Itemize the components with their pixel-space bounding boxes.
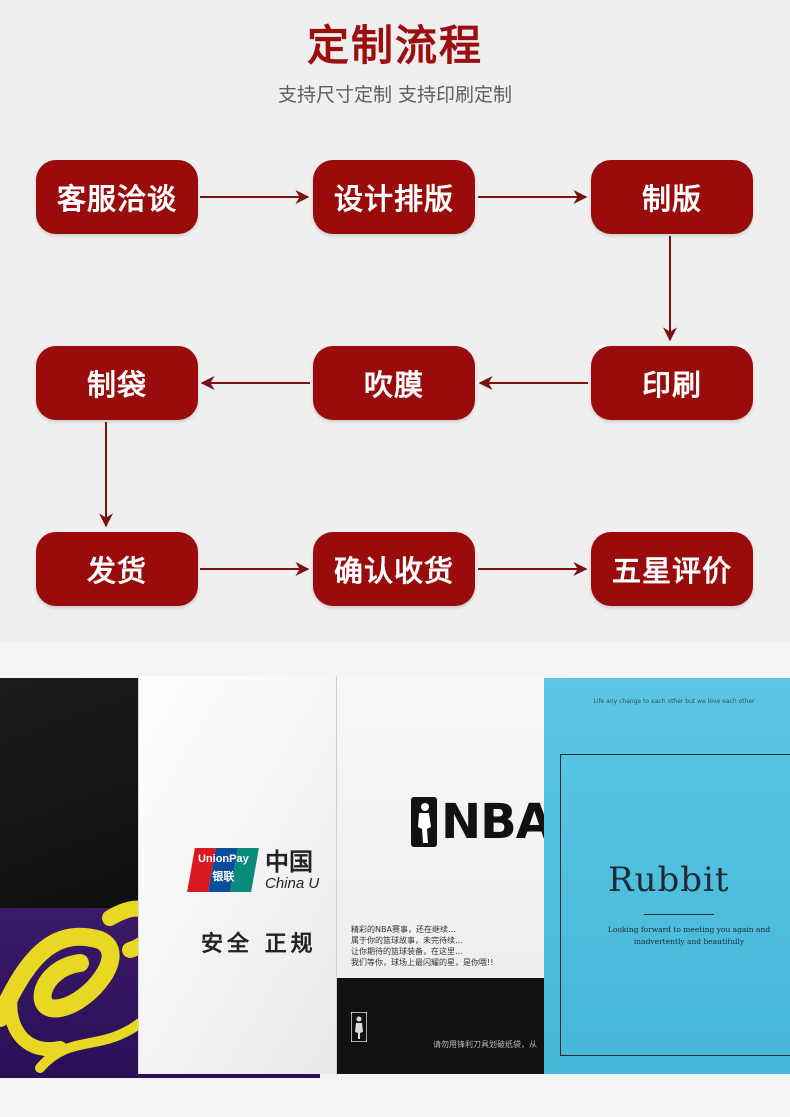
step-design: 设计排版 [313,160,475,234]
product-photo: UnionPay 银联 中国 China U 安全 正规 NBA 精彩的NBA赛… [0,642,790,1117]
rubbit-frame [560,754,790,1056]
sample-bag-nba: NBA 精彩的NBA赛事，还在继续… 属于你的篮球故事，未完待续… 让你期待的篮… [336,676,567,1074]
step-film: 吹膜 [313,346,475,420]
nba-small-icon [351,1012,367,1042]
nba-footer-band: 请勿用锋利刀具划破纸袋，从 [337,978,567,1074]
step-ship: 发货 [36,532,198,606]
nba-player-icon [411,797,437,847]
flow-arrows [99,190,677,576]
bag-slogan: 安全 正规 [201,932,317,957]
page-title: 定制流程 [306,21,483,70]
step-print: 印刷 [591,346,753,420]
rubbit-brand: Rubbit [608,860,730,900]
rubbit-tagline: Looking forward to meeting you again and… [607,925,771,946]
nba-copy-line: 我们等你，球场上最闪耀的星，是你哦!! [351,958,494,967]
unionpay-logo-top: UnionPay [197,853,249,865]
sample-bag-rubbit: Life any change to each other but we lov… [544,678,790,1074]
rubbit-top-note: Life any change to each other but we lov… [593,698,755,705]
brand-cn: 中国 [265,847,313,876]
rubbit-divider [644,914,714,915]
unionpay-logo: UnionPay 银联 中国 China U [187,847,320,892]
unionpay-logo-bottom: 银联 [212,871,235,883]
sample-bag-unionpay: UnionPay 银联 中国 China U 安全 正规 [138,676,349,1074]
nba-brand: NBA [441,794,553,850]
step-receive: 确认收货 [313,532,475,606]
page-subtitle: 支持尺寸定制 支持印刷定制 [277,84,513,106]
nba-logo: NBA [411,794,553,850]
nba-copy-line: 精彩的NBA赛事，还在继续… [351,925,456,934]
nba-copy: 精彩的NBA赛事，还在继续… 属于你的篮球故事，未完待续… 让你期待的篮球装备，… [351,924,551,968]
step-bag: 制袋 [36,346,198,420]
brand-en: China U [265,874,320,892]
step-plate: 制版 [591,160,753,234]
step-review: 五星评价 [591,532,753,606]
step-consult: 客服洽谈 [36,160,198,234]
nba-copy-line: 属于你的篮球故事，未完待续… [351,936,463,945]
nba-copy-line: 让你期待的篮球装备，在这里… [351,947,463,956]
nba-footer-text: 请勿用锋利刀具划破纸袋，从 [433,1040,537,1049]
